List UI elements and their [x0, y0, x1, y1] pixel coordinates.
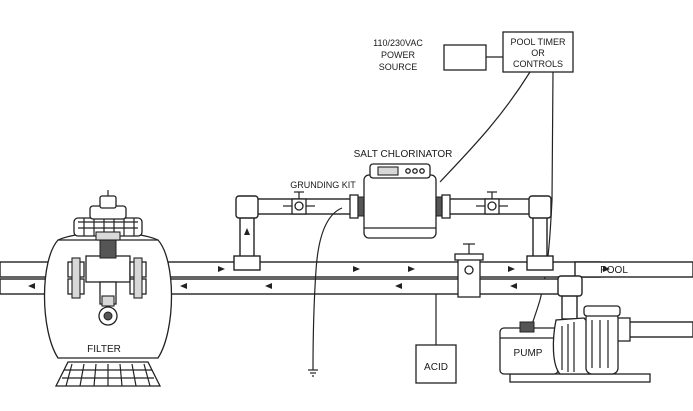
pump-suction-pipe	[627, 321, 693, 338]
pump-label: PUMP	[514, 348, 543, 359]
pump-unit	[499, 305, 651, 383]
grounding-kit-label: GRUNDING KIT	[290, 180, 356, 190]
bypass-valve-left	[283, 191, 315, 215]
ground-symbol	[308, 369, 318, 377]
grounding-wire	[312, 207, 343, 371]
power-source-label-3: SOURCE	[379, 62, 418, 72]
power-source-box	[443, 44, 487, 71]
salt-chlorinator-label: SALT CHLORINATOR	[354, 149, 453, 160]
bypass-valve-right	[476, 191, 508, 215]
salt-chlorinator	[363, 163, 437, 239]
pool-timer-box	[502, 31, 574, 73]
union-left	[349, 194, 365, 219]
union-right	[435, 194, 451, 219]
timer-label-3: CONTROLS	[513, 59, 563, 69]
acid-tank	[415, 344, 457, 384]
filter-label: FILTER	[87, 344, 121, 355]
timer-label-1: POOL TIMER	[510, 37, 566, 47]
power-source-label-2: POWER	[381, 50, 416, 60]
acid-label: ACID	[424, 362, 448, 373]
timer-label-2: OR	[531, 48, 545, 58]
power-source-label-1: 110/230VAC	[373, 38, 423, 48]
acid-injection-fitting	[454, 243, 484, 298]
discharge-elbow	[557, 275, 583, 297]
chlorinator-control-wire	[439, 71, 531, 183]
filter-tank	[43, 190, 173, 387]
pool-label: POOL	[600, 265, 628, 276]
pool-return-pipe	[574, 261, 693, 278]
